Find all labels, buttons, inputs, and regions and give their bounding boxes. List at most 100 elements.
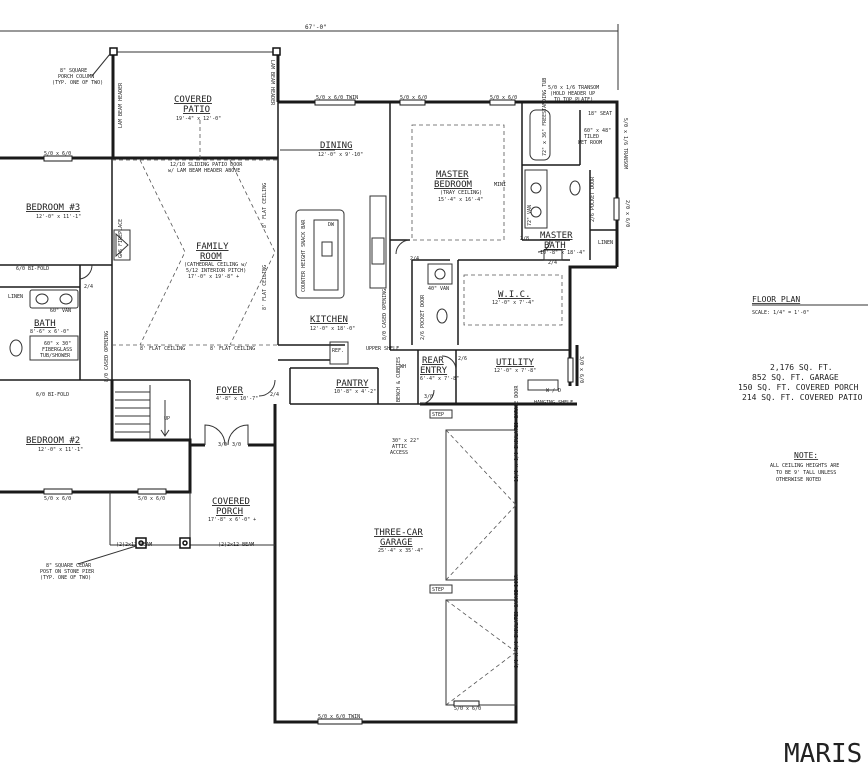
master-bedroom-label-1: MASTER bbox=[436, 170, 469, 180]
bifold-top-note: 6/0 BI-FOLD bbox=[16, 266, 49, 272]
utility-label: UTILITY bbox=[496, 358, 535, 368]
covered-patio-label-2: PATIO bbox=[183, 105, 210, 115]
door-24a: 2/4 bbox=[84, 284, 93, 290]
covered-porch-label-1: COVERED bbox=[212, 497, 250, 507]
van-40-note: 40" VAN bbox=[428, 286, 449, 292]
family-room-ceiling-2: 5/12 INTERIOR PITCH) bbox=[186, 268, 246, 274]
bath-fixtures bbox=[9, 109, 581, 391]
patio-door-note-1: 12/10 SLIDING PATIO DOOR bbox=[170, 162, 243, 168]
freestanding-tub-note: 72" x 36" FREESTANDING TUB bbox=[542, 78, 548, 156]
fiberglass-note-2: FIBERGLASS bbox=[42, 347, 72, 353]
counter-bar-note: COUNTER HEIGHT SNACK BAR bbox=[301, 219, 307, 292]
lam-header-right: LAM BEAM HEADER bbox=[269, 60, 275, 106]
window-garage-right: 5/0 x 6/0 bbox=[454, 706, 481, 712]
master-bedroom-dims: 15'-4" x 16'-4" bbox=[438, 197, 483, 203]
cedar-post-note-1: 8" SQUARE CEDAR bbox=[46, 563, 92, 569]
bedroom2-label: BEDROOM #2 bbox=[26, 436, 80, 446]
family-room-ceiling-1: (CATHEDRAL CEILING w/ bbox=[184, 262, 247, 268]
flat-ceiling-2: 8' FLAT CEILING bbox=[262, 265, 268, 310]
beam-note-1: (2)2x12 BEAM bbox=[116, 542, 152, 548]
foyer-label: FOYER bbox=[216, 386, 244, 396]
flat-ceiling-4: 8' FLAT CEILING bbox=[210, 346, 255, 352]
stair-up-note: UP bbox=[164, 416, 170, 422]
master-bath-label-1: MASTER bbox=[540, 231, 573, 241]
note-line-1: ALL CEILING HEIGHTS ARE bbox=[770, 463, 839, 469]
upper-shelf-note: UPPER SHELF bbox=[366, 346, 399, 352]
door-24d: 2/4 bbox=[270, 392, 279, 398]
rear-entry-dims: 6'-4" x 7'-8" bbox=[420, 376, 459, 382]
garage-door-note-2: 9/0 x 8/0 INSULATED GARAGE DOOR bbox=[514, 574, 520, 668]
bedroom2-dims: 12'-0" x 11'-1" bbox=[38, 447, 83, 453]
fiberglass-note-1: 60" x 30" bbox=[44, 341, 71, 347]
transom-note-3: TO TOP PLATE) bbox=[554, 97, 593, 103]
cased-opening-family: 8/0 CASED OPENING bbox=[104, 331, 110, 382]
transom-note-1: 5/0 x 1/6 TRANSOM bbox=[548, 85, 599, 91]
pantry-dims: 10'-8" x 4'-2" bbox=[334, 389, 376, 395]
linen-mb-note: LINEN bbox=[598, 240, 613, 246]
master-bedroom-label-2: BEDROOM bbox=[434, 180, 473, 190]
window-br3: 5/0 x 6/0 bbox=[44, 151, 71, 157]
tiled-shower-note-2: TILED bbox=[584, 134, 599, 140]
flat-ceiling-3: 8' FLAT CEILING bbox=[140, 346, 185, 352]
wic-label: W.I.C. bbox=[498, 290, 531, 300]
dining-label: DINING bbox=[320, 141, 353, 151]
garage-door-note-1: 16/0 x 8/0 INSULATED GARAGE DOOR bbox=[514, 385, 520, 482]
vanity-60-note: 60" VAN bbox=[50, 308, 71, 314]
fireplace-icon bbox=[113, 229, 131, 261]
rear-entry-label-1: REAR bbox=[422, 356, 444, 366]
windows bbox=[43, 99, 620, 725]
patio-door-note-2: w/ LAM BEAM HEADER ABOVE bbox=[168, 168, 240, 174]
sheet-scale: SCALE: 1/4" = 1'-0" bbox=[752, 310, 809, 316]
overall-dimension-label: 67'-0" bbox=[305, 24, 327, 31]
fiberglass-note-3: TUB/SHOWER bbox=[40, 353, 71, 359]
cedar-post-note-3: (TYP. ONE OF TWO) bbox=[40, 575, 91, 581]
kitchen-dims: 12'-0" x 18'-0" bbox=[310, 326, 355, 332]
door-28: 2/8 bbox=[520, 236, 529, 242]
wh-note: WH bbox=[400, 364, 406, 370]
overall-dimension: 67'-0" bbox=[0, 24, 619, 90]
area-total: 2,176 SQ. FT. bbox=[770, 363, 833, 372]
note-title: NOTE: bbox=[794, 451, 818, 460]
kitchen-label: KITCHEN bbox=[310, 315, 348, 325]
garage-label-2: GARAGE bbox=[380, 538, 413, 548]
step-note-2: STEP bbox=[432, 587, 444, 593]
tiled-shower-note-3: WET ROOM bbox=[578, 140, 602, 146]
foyer-dims: 4'-8" x 10'-7" bbox=[216, 396, 258, 402]
annotations: 8" SQUARE PORCH COLUMN (TYP. ONE OF TWO)… bbox=[8, 53, 628, 668]
sheet-title: FLOOR PLAN bbox=[752, 295, 800, 304]
posts bbox=[109, 47, 281, 549]
door-30: 3/0 bbox=[424, 394, 433, 400]
dining-dims: 12'-0" x 9'-10" bbox=[318, 152, 363, 158]
master-bedroom-ceiling: (TRAY CEILING) bbox=[440, 190, 482, 196]
porch-column-note-2: PORCH COLUMN bbox=[58, 74, 94, 80]
covered-patio-dims: 19'-4" x 12'-0" bbox=[176, 116, 221, 122]
watermark: MARIS bbox=[784, 739, 862, 768]
seat-note: 18" SEAT bbox=[588, 111, 612, 117]
garage-dims: 25'-4" x 35'-4" bbox=[378, 548, 423, 554]
gas-fireplace-note: GAS FIREPLACE bbox=[118, 219, 124, 258]
covered-patio-label-1: COVERED bbox=[174, 95, 212, 105]
area-garage: 852 SQ. FT. GARAGE bbox=[752, 373, 839, 382]
bath-dims: 8'-6" x 6'-0" bbox=[30, 329, 69, 335]
patio-post-right bbox=[272, 47, 281, 56]
door-26: 2/6 bbox=[458, 356, 467, 362]
tiled-shower-note-1: 60" x 48" bbox=[584, 128, 611, 134]
attic-note-2: ATTIC bbox=[392, 444, 407, 450]
window-porch: 5/0 x 6/0 bbox=[138, 496, 165, 502]
door-swings bbox=[79, 239, 551, 446]
utility-dims: 12'-0" x 7'-8" bbox=[494, 368, 536, 374]
master-bath-label-2: BATH bbox=[544, 241, 566, 251]
area-patio: 214 SQ. FT. COVERED PATIO bbox=[742, 393, 863, 402]
dw-note: DW bbox=[328, 222, 335, 228]
beam-note-2: (2)2x12 BEAM bbox=[218, 542, 254, 548]
bedroom3-label: BEDROOM #3 bbox=[26, 203, 80, 213]
van-72-note: 72" VAN bbox=[527, 205, 533, 226]
linen-note: LINEN bbox=[8, 294, 23, 300]
window-br2: 5/0 x 6/0 bbox=[44, 496, 71, 502]
wic-dims: 12'-0" x 7'-4" bbox=[492, 300, 534, 306]
door-24b: 2/4 bbox=[410, 256, 419, 262]
pocket-door-note-1: 2/6 POCKET DOOR bbox=[420, 294, 426, 340]
patio-post-left bbox=[109, 47, 118, 56]
note-line-3: OTHERWISE NOTED bbox=[776, 477, 821, 483]
